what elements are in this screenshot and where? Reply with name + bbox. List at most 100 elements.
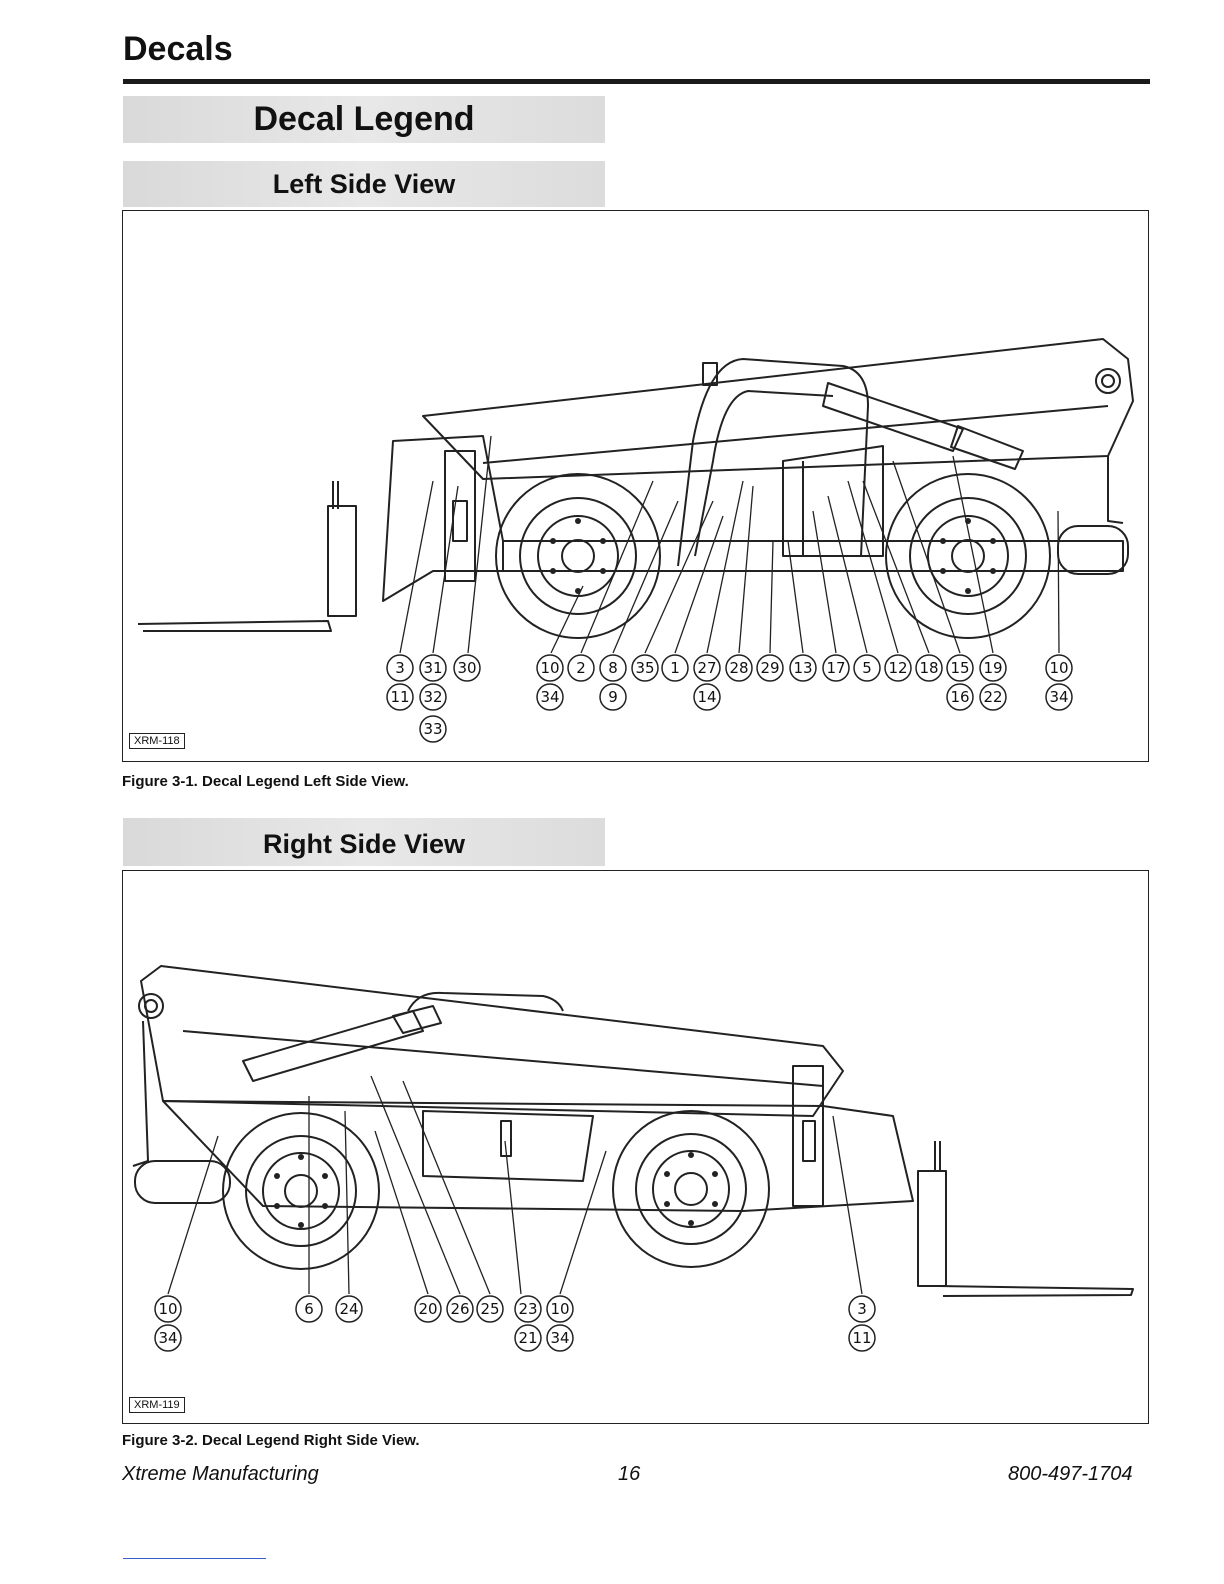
callout-8: 8 [599, 654, 627, 682]
svg-text:11: 11 [390, 688, 409, 706]
callout-29: 29 [756, 654, 784, 682]
callout-10-front: 10 [546, 1295, 574, 1323]
svg-text:25: 25 [480, 1300, 499, 1318]
carriage [327, 505, 357, 617]
svg-text:10: 10 [540, 659, 559, 677]
svg-text:16: 16 [950, 688, 969, 706]
rear-tire [222, 1112, 380, 1270]
boom-pivot-icon [138, 993, 164, 1019]
callout-17: 17 [822, 654, 850, 682]
right-side-machine-drawing: 10 34 6 24 20 26 25 23 10 21 34 3 11 [132, 965, 1134, 1352]
callout-22: 22 [979, 683, 1007, 711]
svg-text:11: 11 [852, 1329, 871, 1347]
callout-3: 3 [386, 654, 414, 682]
svg-text:18: 18 [919, 659, 938, 677]
callout-2: 2 [567, 654, 595, 682]
svg-text:31: 31 [423, 659, 442, 677]
svg-text:29: 29 [760, 659, 779, 677]
svg-text:10: 10 [550, 1300, 569, 1318]
callout-11: 11 [848, 1324, 876, 1352]
svg-text:8: 8 [608, 659, 618, 677]
callout-16: 16 [946, 683, 974, 711]
subheading-right-side-view: Right Side View [123, 818, 605, 866]
svg-text:6: 6 [304, 1300, 314, 1318]
callout-5: 5 [853, 654, 881, 682]
svg-text:30: 30 [457, 659, 476, 677]
callout-14: 14 [693, 683, 721, 711]
svg-text:17: 17 [826, 659, 845, 677]
callout-28: 28 [725, 654, 753, 682]
callout-1: 1 [661, 654, 689, 682]
figure-left-side-view: 3 31 30 10 2 8 35 1 27 28 29 13 17 5 12 … [122, 210, 1149, 762]
svg-text:21: 21 [518, 1329, 537, 1347]
carriage [917, 1170, 947, 1287]
rear-hub-icon [284, 1174, 318, 1208]
svg-text:34: 34 [540, 688, 559, 706]
callout-10: 10 [536, 654, 564, 682]
svg-text:34: 34 [1049, 688, 1068, 706]
callout-18: 18 [915, 654, 943, 682]
callout-24: 24 [335, 1295, 363, 1323]
callout-12: 12 [884, 654, 912, 682]
front-tire [612, 1110, 770, 1268]
front-hub-icon [674, 1172, 708, 1206]
svg-text:24: 24 [339, 1300, 358, 1318]
svg-text:28: 28 [729, 659, 748, 677]
fork [937, 1285, 1134, 1297]
callout-6: 6 [295, 1295, 323, 1323]
callout-19: 19 [979, 654, 1007, 682]
svg-text:14: 14 [697, 688, 716, 706]
callout-33: 33 [419, 715, 447, 743]
footer-company: Xtreme Manufacturing [122, 1463, 319, 1485]
cab-roof [407, 991, 564, 1012]
callout-34-rear: 34 [1045, 683, 1073, 711]
left-side-machine-drawing: 3 31 30 10 2 8 35 1 27 28 29 13 17 5 12 … [137, 338, 1134, 743]
callout-23: 23 [514, 1295, 542, 1323]
callout-25: 25 [476, 1295, 504, 1323]
svg-text:32: 32 [423, 688, 442, 706]
svg-text:3: 3 [857, 1300, 867, 1318]
callout-10-rear: 10 [1045, 654, 1073, 682]
frame-outline [382, 435, 1124, 602]
svg-text:26: 26 [450, 1300, 469, 1318]
callout-31: 31 [419, 654, 447, 682]
callout-9: 9 [599, 683, 627, 711]
svg-text:10: 10 [1049, 659, 1068, 677]
figure-caption: Figure 3-2. Decal Legend Right Side View… [122, 1432, 420, 1449]
svg-text:5: 5 [862, 659, 872, 677]
figure-tag: XRM-119 [129, 1397, 185, 1413]
svg-text:19: 19 [983, 659, 1002, 677]
figure-tag: XRM-118 [129, 733, 185, 749]
boom-outline [140, 965, 844, 1117]
page-title: Decals [123, 30, 233, 68]
callout-10: 10 [154, 1295, 182, 1323]
svg-text:10: 10 [158, 1300, 177, 1318]
footer-phone: 800-497-1704 [1008, 1463, 1133, 1485]
svg-text:20: 20 [418, 1300, 437, 1318]
svg-text:1: 1 [670, 659, 680, 677]
svg-text:34: 34 [550, 1329, 569, 1347]
svg-text:27: 27 [697, 659, 716, 677]
svg-text:9: 9 [608, 688, 618, 706]
callout-27: 27 [693, 654, 721, 682]
subheading-text: Right Side View [262, 829, 466, 859]
callout-11: 11 [386, 683, 414, 711]
figure-right-side-view: 10 34 6 24 20 26 25 23 10 21 34 3 11 XRM… [122, 870, 1149, 1424]
svg-text:23: 23 [518, 1300, 537, 1318]
subheading-text: Left Side View [272, 169, 456, 199]
callout-15: 15 [946, 654, 974, 682]
section-heading-text: Decal Legend [253, 100, 475, 138]
rear-hub-icon [951, 539, 985, 573]
cab-cage [677, 358, 869, 567]
callout-32: 32 [419, 683, 447, 711]
callout-34-front: 34 [546, 1324, 574, 1352]
callout-21: 21 [514, 1324, 542, 1352]
front-hub-icon [561, 539, 595, 573]
svg-text:33: 33 [423, 720, 442, 738]
boom-pivot-icon [1095, 368, 1121, 394]
section-heading-decal-legend: Decal Legend [123, 96, 605, 143]
callout-20: 20 [414, 1295, 442, 1323]
callout-35: 35 [631, 654, 659, 682]
svg-text:2: 2 [576, 659, 586, 677]
svg-text:34: 34 [158, 1329, 177, 1347]
